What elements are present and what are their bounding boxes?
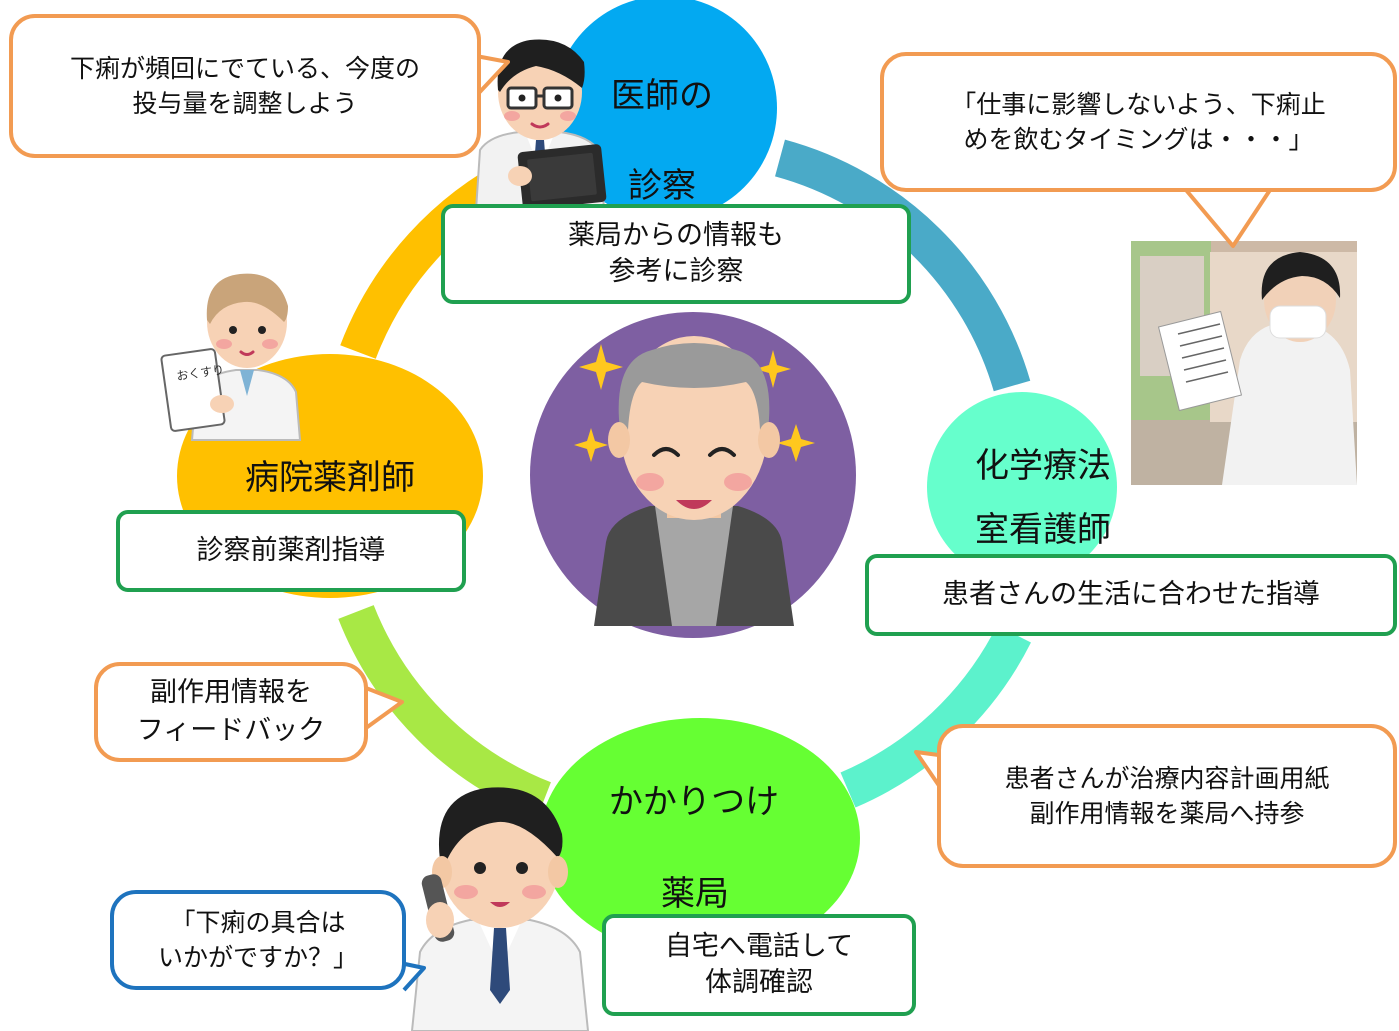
nurse-speech-bubble: 「仕事に影響しないよう、下痢止 めを飲むタイミングは・・・」 [880,52,1397,192]
feedback-bubble: 副作用情報を フィードバック [94,662,368,762]
feedback-bubble-tail [364,686,404,730]
nurse-bubble-tail [1184,188,1272,248]
hospital-pharmacist-illustration [160,273,302,441]
doctor-speech-bubble: 下痢が頻回にでている、今度の 投与量を調整しよう [9,14,481,158]
doctor-illustration [474,39,607,211]
ring-arc-pharmacy-hospital [338,604,552,818]
nurse-photo [1131,241,1357,485]
doctor-caption: 薬局からの情報も 参考に診察 [441,204,911,304]
pharmacy-node-title: かかりつけ [608,782,780,822]
ring-arc-doctor-nurse [774,139,1031,392]
pharmacy-node [540,718,860,958]
nurse-node-title: 化学療法 [975,446,1111,486]
pharmacy-staff-illustration [410,787,590,1031]
pharmacy-node-subtitle: 薬局 [661,874,729,914]
sparkle-icon [777,424,815,462]
sparkle-icon [755,350,791,388]
nurse-caption: 患者さんの生活に合わせた指導 [865,554,1397,636]
sparkle-icon [574,428,608,462]
elderly-patient-illustration [594,336,794,626]
doctor-bubble-tail [474,54,510,98]
medicine-sheet-label: おくすり [176,363,225,384]
patient-info-bubble: 患者さんが治療内容計画用紙 副作用情報を薬局へ持参 [937,724,1397,868]
sparkle-icons [574,344,815,462]
doctor-node-title: 医師の [611,76,713,116]
doctor-node [553,0,777,220]
hospital-pharmacist-node-title: 病院薬剤師 [245,458,415,498]
phone-call-bubble: 「下痢の具合は いかがですか？」 [110,890,406,990]
ring-arc-nurse-pharmacy [840,625,1031,808]
nurse-node-subtitle: 室看護師 [975,510,1111,550]
pharmacy-caption: 自宅へ電話して 体調確認 [602,914,916,1016]
hospital-pharmacist-caption: 診察前薬剤指導 [116,510,466,592]
doctor-node-subtitle: 診察 [628,166,696,206]
nurse-node [927,392,1117,582]
sparkle-icon [579,344,623,390]
